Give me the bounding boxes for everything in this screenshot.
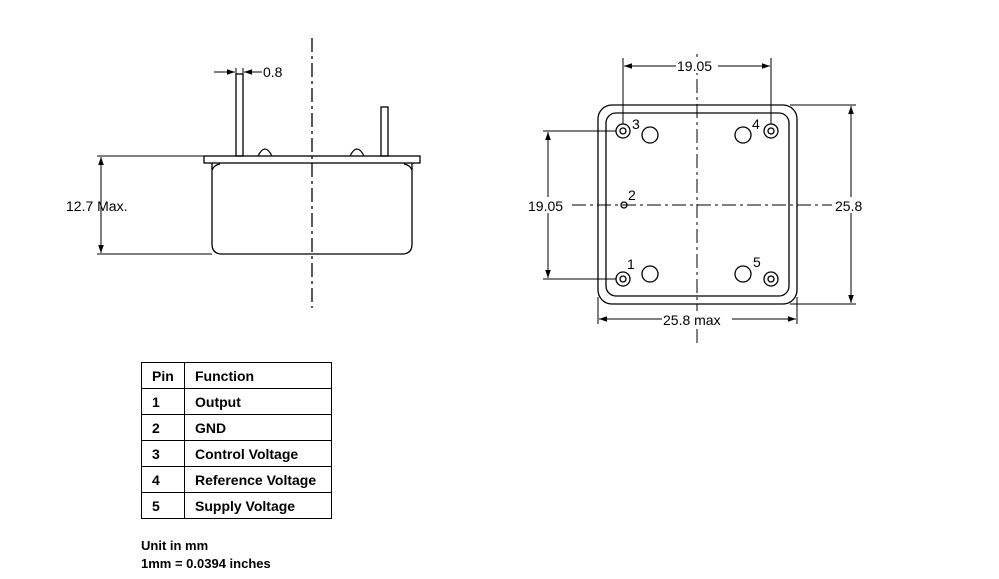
pin-column-header: Pin [141, 362, 185, 389]
pin-spacing-top-label: 19.05 [677, 58, 712, 74]
pin-3-label: 3 [632, 116, 640, 132]
side-view-can-shoulder [211, 163, 413, 171]
pin-function-cell: Control Voltage [184, 440, 332, 467]
table-row: 1 Output [141, 388, 332, 415]
side-view-glass-bead-left [257, 148, 273, 157]
pin-table-header-row: Pin Function [141, 362, 332, 389]
pin-number-cell: 4 [141, 466, 185, 493]
side-view-flange [203, 155, 421, 164]
pin-1-marker [615, 271, 631, 287]
side-view-can-body [211, 163, 413, 255]
table-row: 2 GND [141, 414, 332, 441]
pin-2-label: 2 [628, 187, 636, 203]
side-view [97, 38, 421, 308]
unit-note: Unit in mm [141, 538, 209, 553]
pin-function-table: Pin Function 1 Output 2 GND 3 Control Vo… [141, 362, 332, 519]
body-height-label-bg [834, 197, 866, 213]
side-view-lead-left [235, 73, 244, 157]
glass-bead-bottom-left [641, 265, 659, 283]
height-label: 12.7 Max. [66, 198, 127, 214]
glass-bead-top-left [641, 126, 659, 144]
function-column-header: Function [184, 362, 332, 389]
side-view-lead-right [380, 106, 389, 157]
pin-number-cell: 5 [141, 492, 185, 519]
pin-number-cell: 1 [141, 388, 185, 415]
pin-4-label: 4 [752, 116, 760, 132]
pin-spacing-left-label: 19.05 [528, 198, 563, 214]
body-width-label-bg [662, 311, 732, 327]
pin-number-cell: 3 [141, 440, 185, 467]
pin-2-marker [620, 201, 628, 209]
pin-function-cell: Reference Voltage [184, 466, 332, 493]
body-height-label: 25.8 [835, 198, 862, 214]
pin-function-cell: Supply Voltage [184, 492, 332, 519]
conversion-note: 1mm = 0.0394 inches [141, 556, 271, 571]
pin-3-marker [615, 123, 631, 139]
table-row: 4 Reference Voltage [141, 466, 332, 493]
pin-spacing-top-label-bg [676, 57, 718, 73]
pin-spacing-left-label-bg [527, 197, 567, 213]
lead-thickness-label: 0.8 [263, 64, 283, 80]
table-row: 3 Control Voltage [141, 440, 332, 467]
side-view-glass-bead-right [349, 148, 365, 157]
body-width-label: 25.8 max [663, 312, 721, 328]
pin-5-label: 5 [753, 254, 761, 270]
pin-function-cell: GND [184, 414, 332, 441]
table-row: 5 Supply Voltage [141, 492, 332, 519]
pin-5-marker [763, 271, 779, 287]
glass-bead-bottom-right [734, 265, 752, 283]
pin-function-cell: Output [184, 388, 332, 415]
pin-number-cell: 2 [141, 414, 185, 441]
unit-notes: Unit in mm 1mm = 0.0394 inches [141, 537, 271, 573]
pin-4-marker [763, 123, 779, 139]
top-view [543, 54, 856, 345]
pin-1-label: 1 [627, 256, 635, 272]
glass-bead-top-right [734, 126, 752, 144]
